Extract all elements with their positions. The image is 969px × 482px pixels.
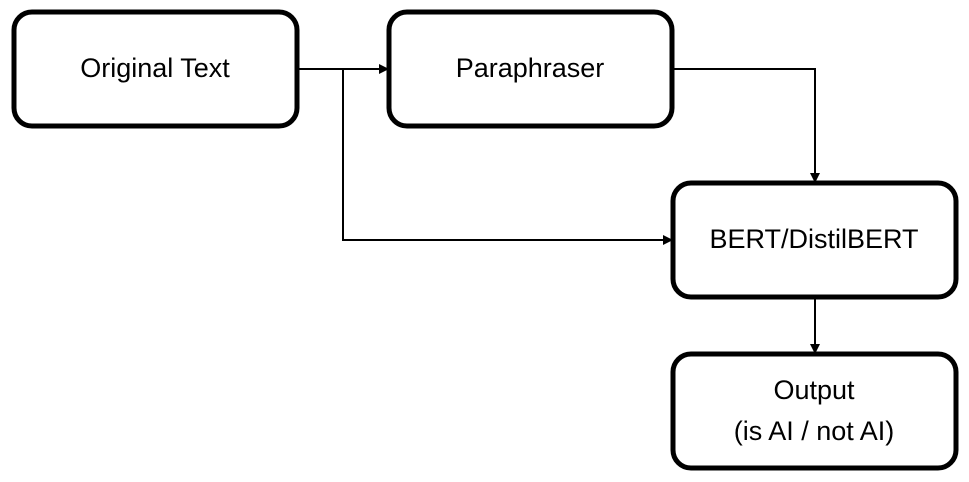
node-output: Output (is AI / not AI): [670, 351, 959, 471]
node-original-text: Original Text: [11, 9, 300, 129]
edge-paraphraser-to-bert: [673, 68, 820, 183]
node-bert: BERT/DistilBERT: [670, 180, 959, 300]
node-paraphraser: Paraphraser: [386, 9, 675, 129]
node-paraphraser-label: Paraphraser: [456, 53, 605, 83]
edge-original-to-bert: [342, 69, 673, 245]
connectors: [298, 64, 820, 354]
node-output-label-line1: Output: [773, 375, 855, 405]
node-bert-label: BERT/DistilBERT: [709, 224, 918, 254]
node-output-label-line2: (is AI / not AI): [734, 416, 895, 446]
node-original-text-label: Original Text: [80, 53, 230, 83]
